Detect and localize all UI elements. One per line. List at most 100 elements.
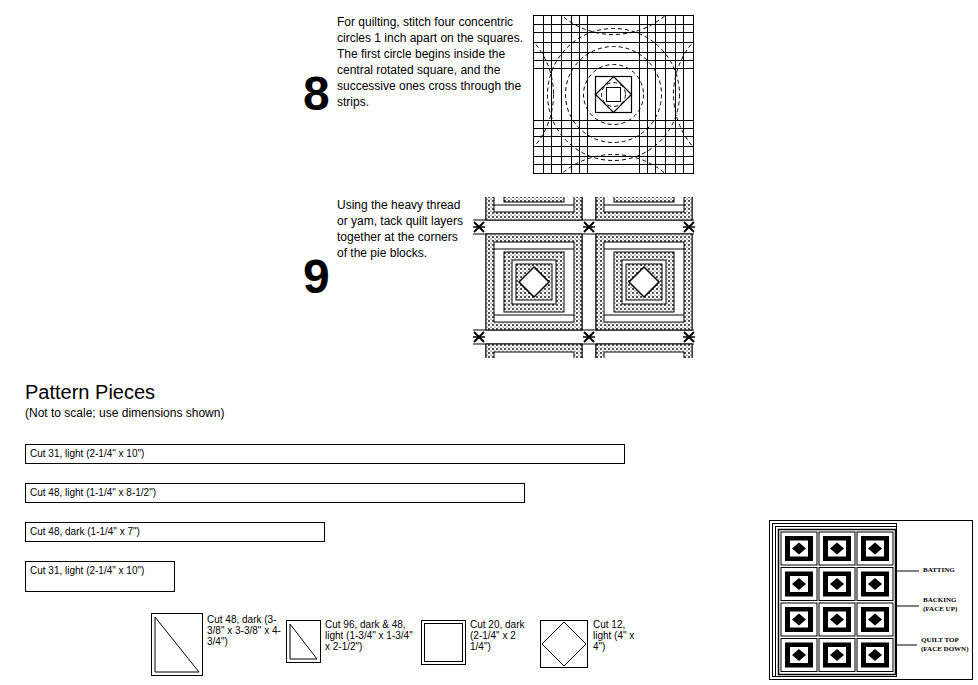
block-light-center — [866, 612, 884, 628]
strip-line — [533, 42, 694, 43]
tack-stitch — [474, 222, 484, 232]
block-dark-ring — [861, 643, 889, 668]
tack-stitch — [473, 336, 485, 338]
piece-outline — [152, 614, 203, 676]
tacking-figure — [470, 124, 706, 440]
leader-line — [897, 571, 919, 572]
figure-frame — [770, 521, 973, 680]
inner-square — [607, 88, 621, 102]
scale-note: (Not to scale; use dimensions shown) — [25, 406, 325, 420]
sashing-strip — [473, 330, 694, 344]
block-diamond — [868, 543, 882, 555]
strip-line — [683, 15, 684, 174]
quilt-block — [819, 603, 855, 636]
piece-label: Cut 48, light (1-1/4" x 8-1/2") — [30, 487, 520, 499]
print-border — [486, 197, 582, 220]
small-triangle — [290, 624, 317, 659]
block-diamond — [868, 614, 882, 626]
sashing-strip — [473, 220, 694, 234]
tack-stitch — [584, 332, 594, 342]
quilt-layers-figure — [770, 521, 973, 680]
light-strip — [494, 242, 574, 322]
block-dark-ring — [823, 607, 851, 632]
print-border — [596, 197, 692, 220]
light-ring — [512, 260, 556, 304]
block-diamond — [830, 578, 844, 590]
tack-stitch — [474, 332, 484, 342]
strip-line — [579, 15, 580, 174]
center-diamond — [629, 267, 659, 297]
block-dark-ring — [861, 572, 889, 597]
layer-label: BACKING (FACE UP) — [923, 596, 967, 614]
strip-seam — [494, 205, 574, 206]
tack-stitch — [474, 222, 484, 232]
quilting-circle — [548, 29, 680, 161]
piece-label: Cut 48, dark (3-3/8" x 3-3/8" x 4-3/4") — [207, 614, 281, 647]
print-border — [596, 234, 692, 330]
strip-line — [587, 15, 588, 174]
tack-mark — [583, 332, 595, 342]
tack-mark — [473, 222, 485, 232]
block-diamond — [792, 578, 806, 590]
piece-label: Cut 96, dark & 48, light (1-3/4" x 1-3/4… — [325, 619, 417, 652]
print-center — [626, 264, 662, 300]
tack-stitch — [584, 332, 594, 342]
strip-line — [533, 52, 694, 53]
block-dark-ring — [823, 536, 851, 561]
block-light-center — [866, 541, 884, 557]
piece-label: Cut 48, dark (1-1/4" x 7") — [30, 526, 320, 538]
section-heading: Pattern Pieces — [25, 380, 155, 404]
block-dark-ring — [785, 643, 813, 668]
block-light-center — [790, 576, 808, 592]
strip-line — [533, 156, 694, 157]
strip-line — [533, 24, 694, 25]
tack-stitch — [683, 336, 695, 338]
block-dark-ring — [785, 536, 813, 561]
quilt-top — [779, 530, 896, 675]
block-light-center — [828, 541, 846, 557]
neighbor-circle — [534, 15, 694, 35]
tack-mark — [683, 332, 695, 342]
quilt-block — [857, 639, 893, 672]
strip-line — [533, 68, 694, 69]
piece-outline — [422, 621, 466, 665]
layer-label: QUILT TOP (FACE DOWN) — [921, 636, 973, 654]
leader-line — [897, 606, 919, 607]
quilt-block — [781, 639, 817, 672]
backing-layer — [773, 524, 897, 677]
block-diamond — [868, 578, 882, 590]
light-ring — [622, 260, 666, 304]
tack-mark — [583, 222, 595, 232]
block-dark-ring — [823, 572, 851, 597]
quilt-block — [819, 639, 855, 672]
block-light-center — [828, 612, 846, 628]
layer-label: BATTING — [923, 566, 973, 575]
rotated-square — [596, 77, 632, 113]
strip-line — [533, 164, 694, 165]
light-strip — [604, 242, 684, 322]
piece-label: Cut 12, light (4" x 4") — [593, 619, 645, 652]
strip-piece: Cut 31, light (2-1/4" x 10") — [25, 561, 175, 592]
strip-line — [533, 120, 694, 121]
light-strip — [604, 197, 684, 212]
block-diamond — [830, 614, 844, 626]
block-light-center — [790, 541, 808, 557]
strip-line — [533, 146, 694, 147]
tack-mark — [473, 332, 485, 342]
piece-outline — [541, 621, 588, 668]
tack-stitch — [473, 226, 485, 228]
block-diamond — [792, 649, 806, 661]
quilt-block — [781, 568, 817, 601]
step-number: 9 — [303, 253, 337, 301]
instruction-text: Using the heavy thread or yam, tack quil… — [337, 197, 470, 261]
quilt-block — [819, 568, 855, 601]
strip-seam — [604, 205, 684, 206]
block-dark-ring — [785, 607, 813, 632]
tack-stitch — [474, 332, 484, 342]
strip-line — [665, 15, 666, 174]
print-ring — [504, 197, 564, 202]
strip-line — [639, 15, 640, 174]
block-diamond — [830, 543, 844, 555]
block-drawing — [533, 15, 694, 174]
